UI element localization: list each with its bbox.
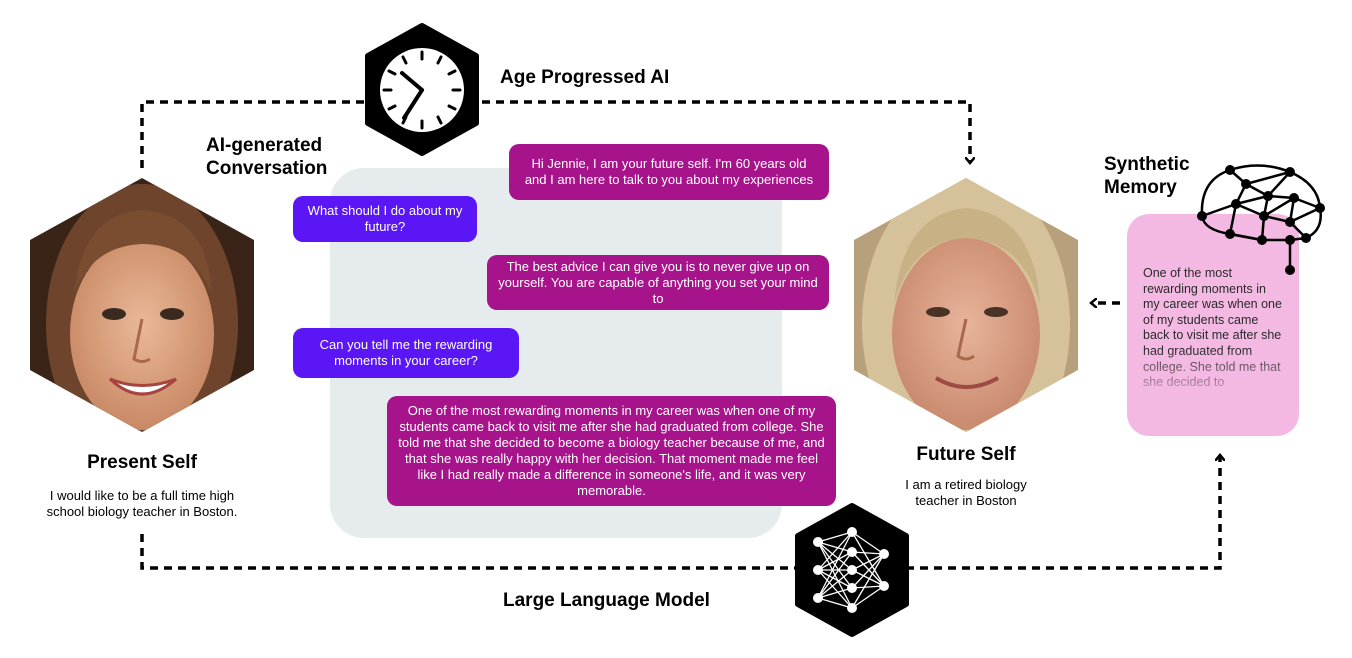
nn-edge (817, 531, 853, 599)
nn-node (847, 583, 857, 593)
clock-icon (365, 23, 479, 156)
neural-network-icon (795, 503, 909, 637)
chat-message-future-1: Hi Jennie, I am your future self. I'm 60… (509, 144, 829, 200)
nn-edge (851, 553, 885, 571)
nn-node (879, 549, 889, 559)
memory-card (1127, 214, 1299, 436)
chat-message-future-2: The best advice I can give you is to nev… (487, 255, 829, 310)
nn-node (879, 581, 889, 591)
nn-edge (817, 569, 853, 599)
memory-text: One of the most rewarding moments in my … (1143, 266, 1282, 390)
memory-title: Synthetic Memory (1104, 154, 1190, 198)
nn-edge (817, 587, 853, 599)
future-self-caption: I am a retired biology teacher in Boston (905, 477, 1027, 508)
future-self-portrait (854, 178, 1078, 432)
nn-edge (851, 569, 885, 587)
nn-node (847, 565, 857, 575)
nn-node (813, 537, 823, 547)
chat-message-present-2: Can you tell me the rewarding moments in… (293, 328, 519, 378)
nn-edge (851, 551, 885, 587)
top-connector (140, 100, 970, 168)
nn-edge (851, 553, 885, 589)
conversation-title: AI-generated Conversation (206, 135, 328, 179)
nn-node (847, 527, 857, 537)
brain-network-icon (1197, 164, 1325, 275)
nn-node (813, 593, 823, 603)
nn-edge (851, 585, 885, 589)
nn-edge (817, 531, 853, 543)
chat-message-future-3: One of the most rewarding moments in my … (387, 396, 836, 506)
present-self-label: Present Self (87, 452, 197, 473)
nn-edge (851, 531, 885, 555)
nn-edge (851, 585, 885, 609)
nn-edge (817, 597, 853, 609)
nn-edge (851, 551, 885, 555)
nn-node (847, 547, 857, 557)
nn-edge (817, 569, 853, 589)
nn-edge (817, 541, 853, 553)
nn-edge (851, 553, 885, 609)
nn-node (813, 565, 823, 575)
future-self-label: Future Self (916, 444, 1016, 465)
nn-edge (817, 551, 853, 571)
present-self-portrait (30, 178, 254, 432)
chat-message-present-1: What should I do about my future? (293, 196, 477, 242)
nn-edge (851, 531, 885, 587)
nn-edge (817, 531, 853, 571)
present-self-caption: I would like to be a full time high scho… (46, 488, 238, 519)
age-progressed-title: Age Progressed AI (500, 67, 670, 88)
nn-edge (817, 551, 853, 599)
bottom-connector (140, 456, 1220, 570)
llm-title: Large Language Model (503, 590, 710, 611)
nn-node (847, 603, 857, 613)
nn-edge (817, 569, 853, 609)
nn-edge (817, 541, 853, 571)
